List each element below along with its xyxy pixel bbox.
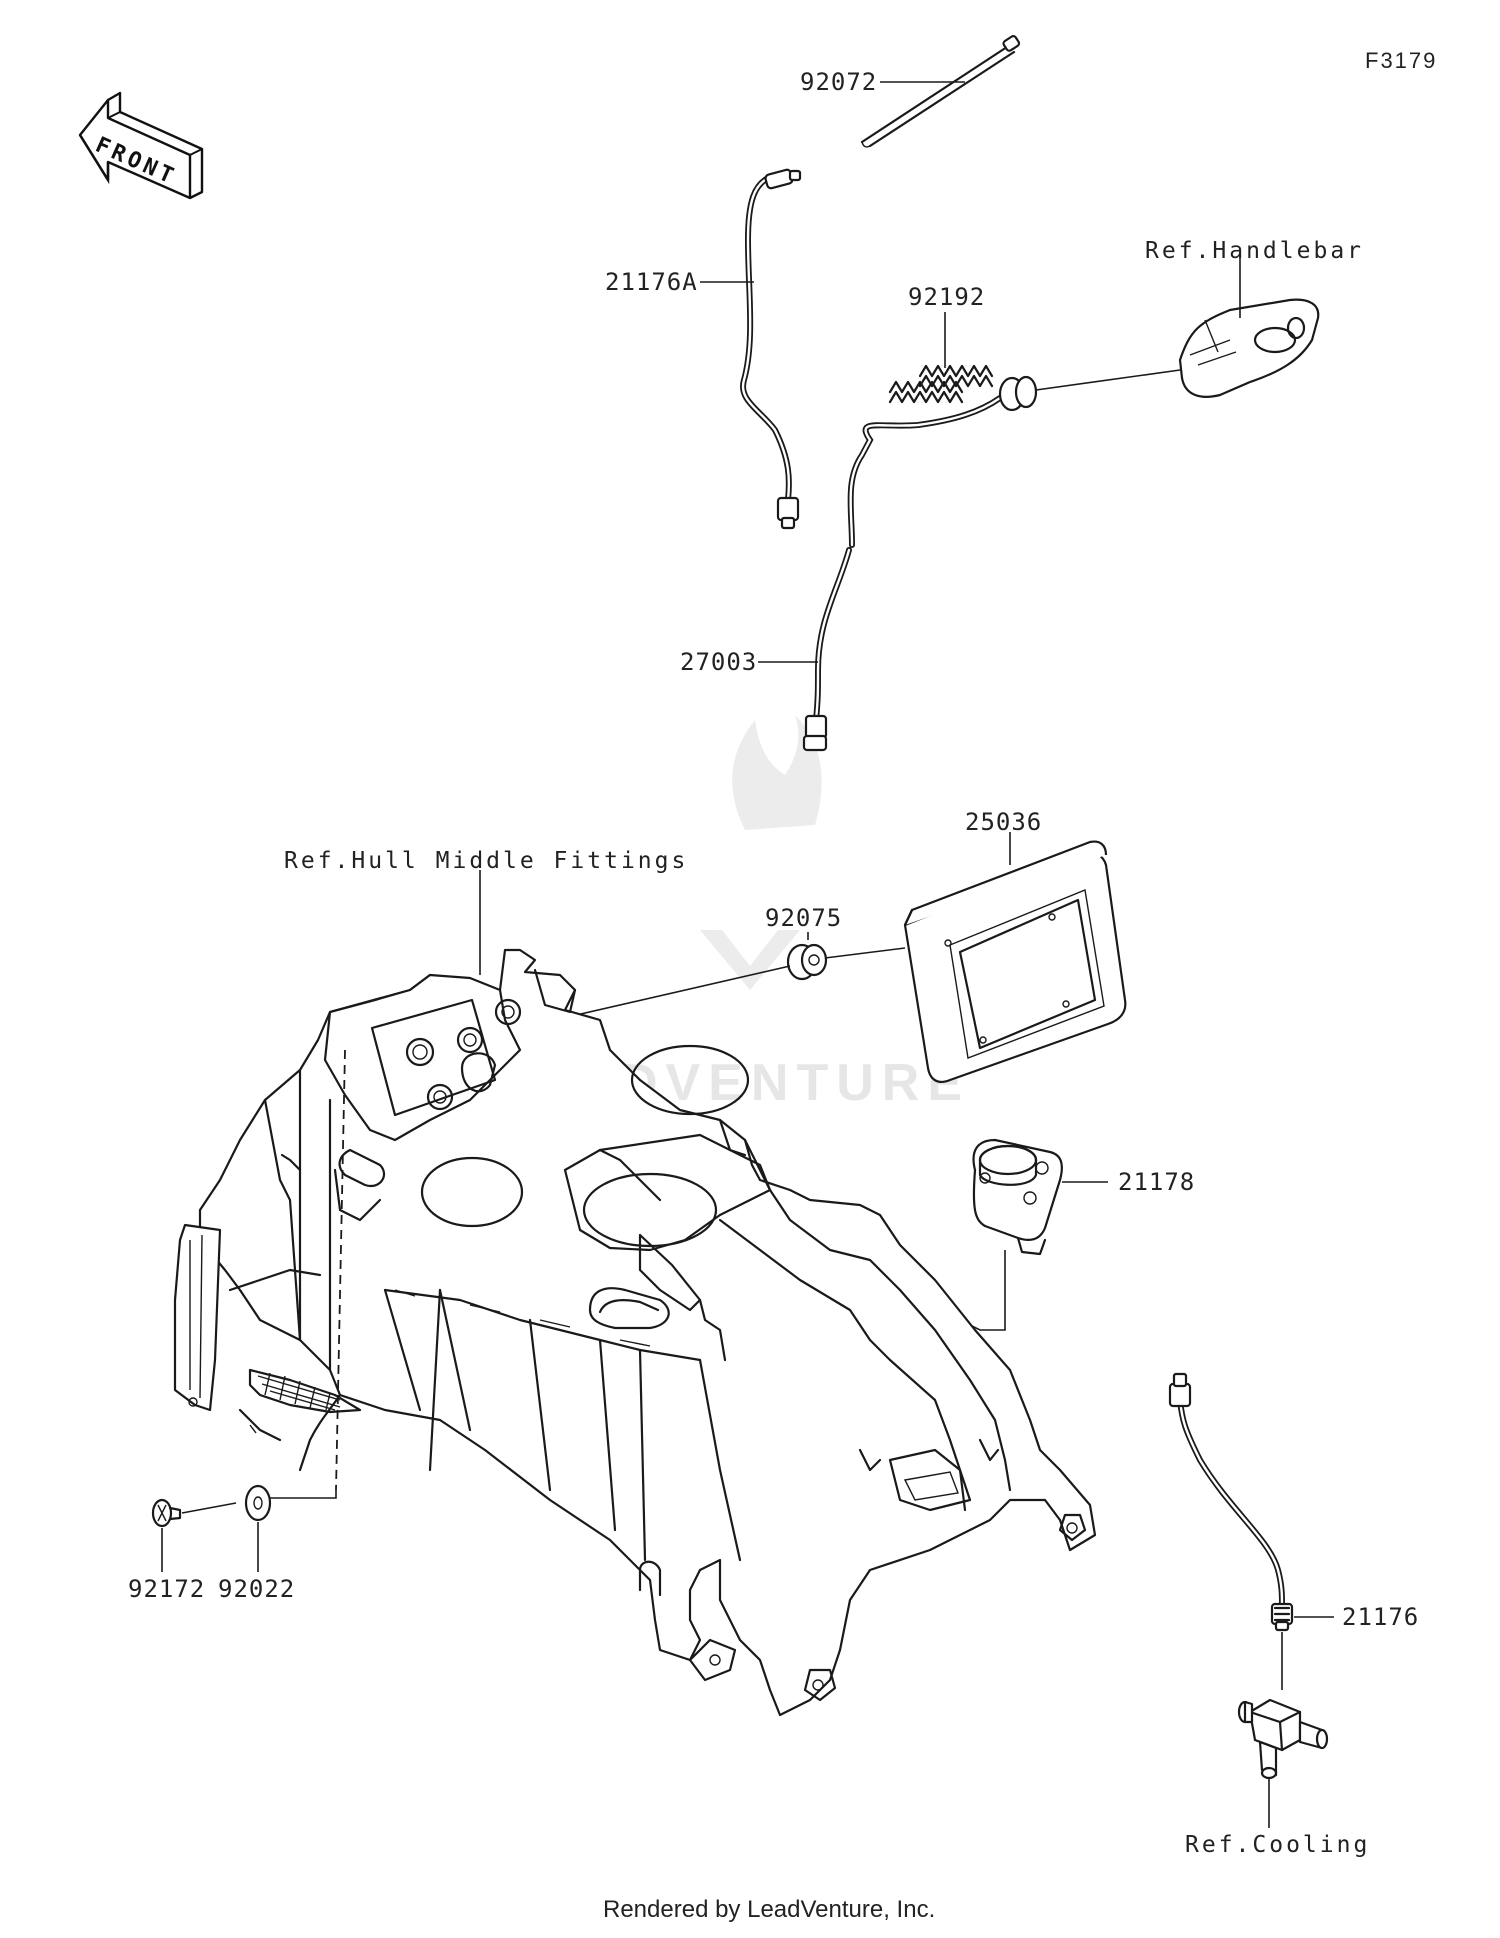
meter-25036	[903, 840, 1127, 1084]
grommet-92075	[786, 943, 828, 981]
cable-tie-part	[860, 35, 1021, 148]
screw-92172	[151, 1498, 182, 1528]
label-27003: 27003	[680, 648, 757, 676]
diagram-code: F3179	[1365, 48, 1437, 73]
label-25036: 25036	[965, 808, 1042, 836]
ref-cooling: Ref.Cooling	[1185, 1832, 1370, 1858]
sensor-wire-21176a	[740, 168, 802, 530]
front-arrow-icon: FRONT	[78, 91, 204, 200]
switch-21178	[972, 1138, 1063, 1256]
footer-credit: Rendered by LeadVenture, Inc.	[603, 1896, 935, 1923]
cooling-fitting-ref	[1237, 1698, 1329, 1780]
label-21176a: 21176A	[605, 268, 698, 296]
label-92072: 92072	[800, 68, 877, 96]
label-92172: 92172	[128, 1575, 205, 1603]
washer-92022	[244, 1484, 272, 1522]
label-21178: 21178	[1118, 1168, 1195, 1196]
ref-handlebar: Ref.Handlebar	[1145, 238, 1364, 264]
spring-92192	[888, 364, 994, 404]
hull-middle-fittings-ref	[173, 948, 1097, 1717]
label-92022: 92022	[218, 1575, 295, 1603]
handlebar-housing-ref	[1178, 298, 1320, 398]
ref-hull-middle-fittings: Ref.Hull Middle Fittings	[284, 848, 688, 874]
label-92075: 92075	[765, 904, 842, 932]
wire-27003	[802, 547, 852, 752]
speed-sensor-wire	[847, 375, 1038, 548]
label-92192: 92192	[908, 283, 985, 311]
sensor-wire-21176	[1168, 1372, 1294, 1632]
label-21176: 21176	[1342, 1603, 1419, 1631]
